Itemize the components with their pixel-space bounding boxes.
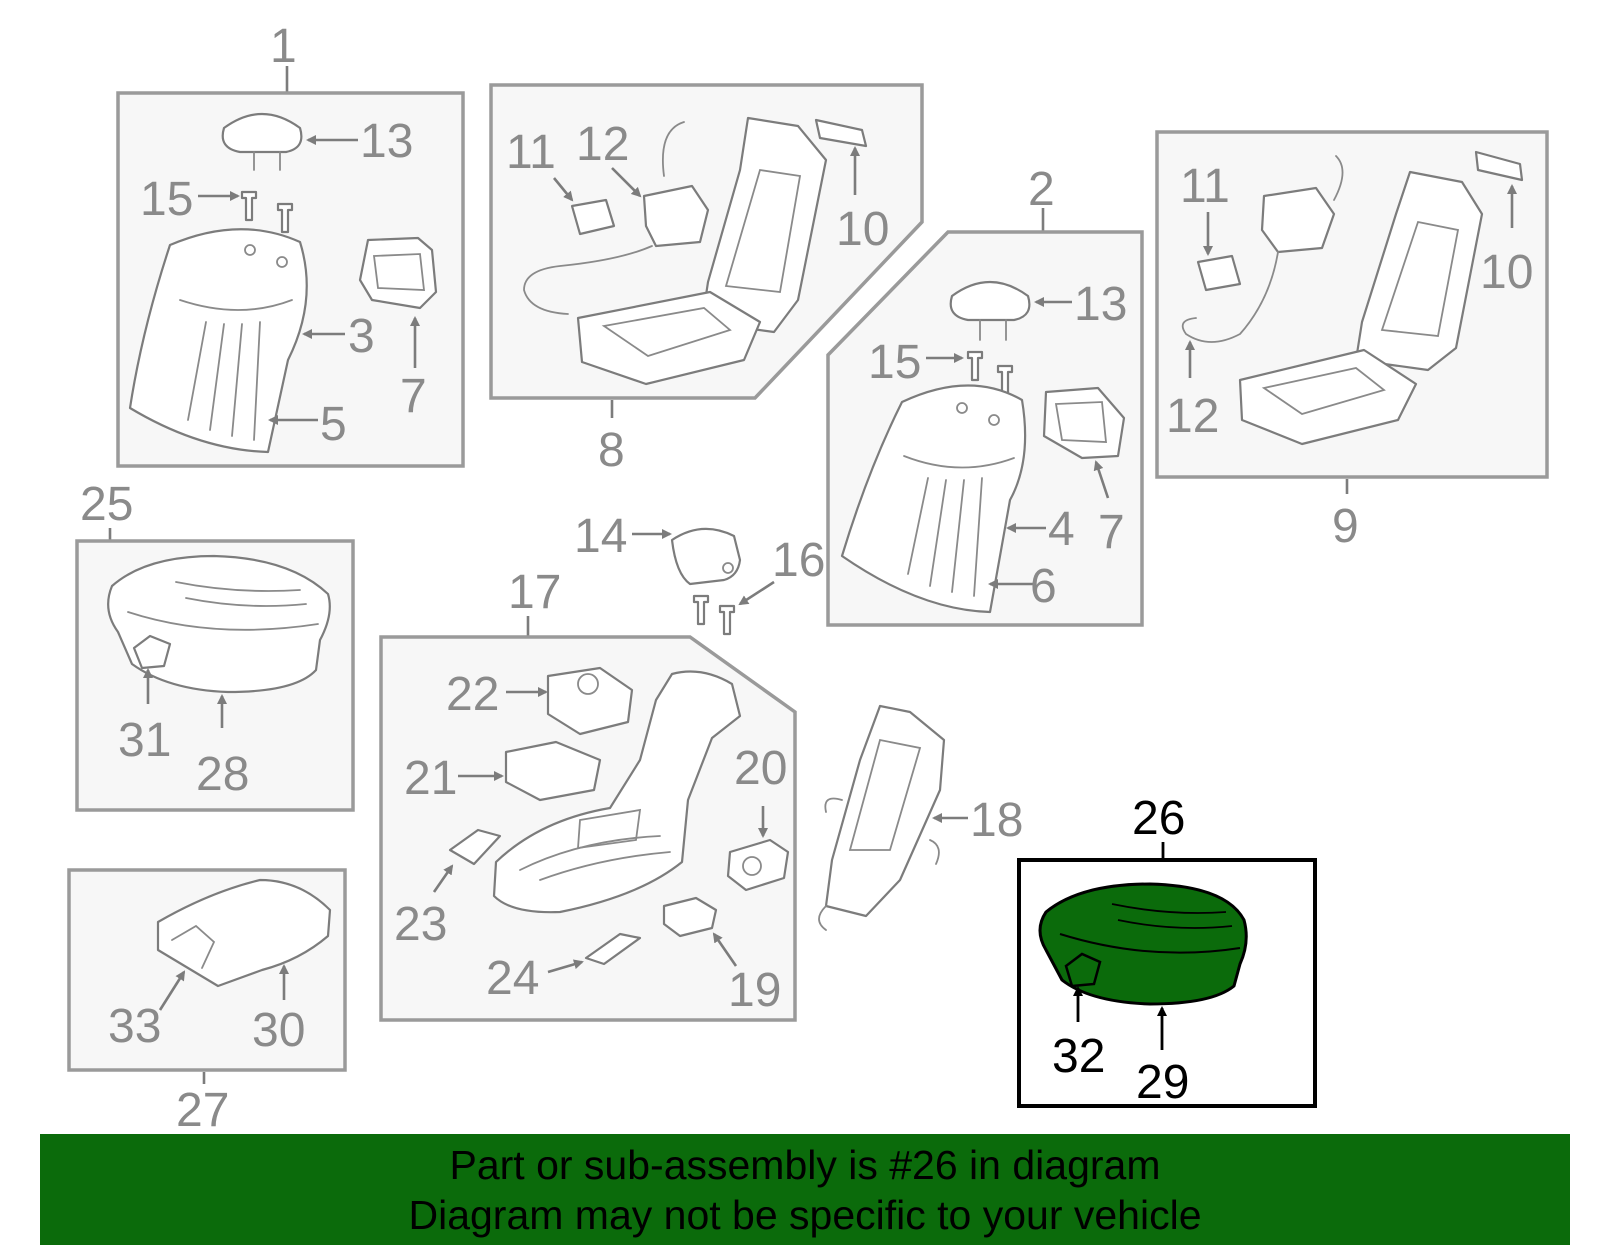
loose-parts: 14 16 18 [574,510,1023,931]
module-11-b [1196,254,1242,292]
clip-19 [662,896,718,938]
callout-10-a: 10 [836,203,889,256]
callout-30: 30 [252,1004,305,1057]
headrest-guide-15-a [240,190,258,222]
group-25-seat-cushion: 25 31 28 [75,478,355,812]
callout-14: 14 [574,510,627,563]
callout-28: 28 [196,748,249,801]
callout-2: 2 [1028,163,1055,216]
callout-31: 31 [118,714,171,767]
callout-5: 5 [320,398,347,451]
callout-20: 20 [734,742,787,795]
headrest-13-b [949,280,1031,322]
callout-13-a: 13 [360,115,413,168]
cushion-cover-30 [156,878,332,988]
harness-12-b [1260,186,1336,254]
group-17-console: 17 22 21 23 24 20 19 [379,566,797,1022]
callout-26: 26 [1132,792,1185,845]
socket-20 [726,838,790,892]
callout-23: 23 [394,898,447,951]
banner-line-1: Part or sub-assembly is #26 in diagram [449,1142,1161,1188]
cushion-cutout-31 [132,634,172,670]
headrest-13 [221,112,303,154]
callout-15-a: 15 [140,173,193,226]
module-11-a [570,198,616,236]
seat-back-frame-9 [1354,170,1484,372]
callout-12-a: 12 [576,118,629,171]
callout-25: 25 [80,478,133,531]
seat-cushion-frame-9 [1238,348,1418,446]
banner-line-2: Diagram may not be specific to your vehi… [408,1192,1202,1238]
headrest-guide-15-c [966,350,984,382]
group-9-seat-frame: 11 12 10 9 [1155,130,1549,553]
headrest-14 [670,527,742,586]
group-2-seat-back-assembly: 2 13 15 4 6 7 [826,163,1144,627]
callout-13-b: 13 [1074,278,1127,331]
callout-9: 9 [1332,500,1359,553]
callout-18: 18 [970,794,1023,847]
callout-24: 24 [486,952,539,1005]
switch-22 [546,666,634,736]
group-26-highlighted-cushion: 26 32 29 [1017,792,1317,1109]
cushion-cutout-32 [1064,952,1102,988]
seat-back-cover-3 [128,228,308,454]
callout-6: 6 [1030,560,1057,613]
guide-16-a [692,594,710,626]
headrest-guide-15-b [276,202,294,234]
harness-12-a [642,184,710,248]
callout-8: 8 [598,424,625,477]
console-body-17 [492,670,742,914]
callout-11-b: 11 [1180,160,1230,213]
callout-22: 22 [446,668,499,721]
callout-10-b: 10 [1480,246,1533,299]
callout-7-a: 7 [400,370,427,423]
callout-33: 33 [108,1000,161,1053]
frame-18 [824,704,946,918]
seat-back-cover-4 [840,384,1027,614]
info-banner: Part or sub-assembly is #26 in diagram D… [40,1134,1570,1245]
group-27-cushion: 33 30 27 [67,868,347,1137]
trim-10-a [814,118,868,148]
callout-4: 4 [1048,503,1075,556]
callout-12-b: 12 [1166,390,1219,443]
trim-23 [448,828,502,866]
group-8-seat-back-frame: 11 12 10 8 [489,83,924,477]
callout-32: 32 [1052,1030,1105,1083]
callout-16: 16 [772,534,825,587]
callout-1: 1 [270,20,297,73]
seat-cushion-frame-8 [576,290,762,386]
callout-17: 17 [508,566,561,619]
callout-11-a: 11 [506,126,556,179]
group-1-seat-back-assembly: 1 13 15 3 5 7 [116,20,465,468]
callout-19: 19 [728,964,781,1017]
bracket-7-a [358,236,438,310]
trim-10-b [1474,150,1524,182]
panel-21 [504,740,602,802]
callout-27: 27 [176,1084,229,1137]
callout-29: 29 [1136,1056,1189,1109]
callout-21: 21 [404,752,457,805]
guide-16-b [718,604,736,636]
callout-3: 3 [348,310,375,363]
trim-24 [584,932,642,966]
callout-15-b: 15 [868,336,921,389]
callout-7-b: 7 [1098,506,1125,559]
seat-back-frame-8 [700,116,828,334]
